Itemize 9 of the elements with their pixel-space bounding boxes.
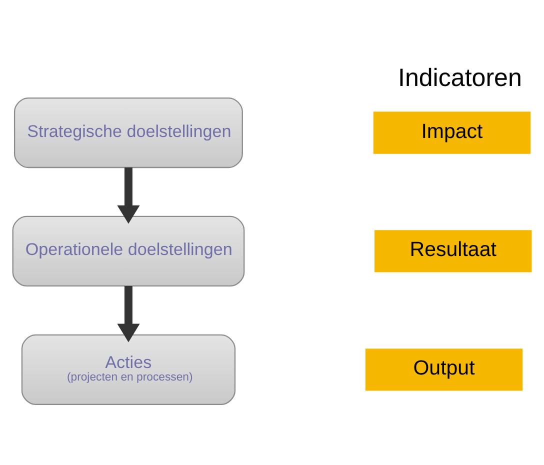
node-box: Acties (projecten en processen) xyxy=(21,334,236,405)
arrow xyxy=(117,167,140,224)
arrow xyxy=(117,285,140,342)
node-box: Strategische doelstellingen xyxy=(14,96,243,168)
diagram-title: Indicatoren xyxy=(398,64,522,92)
node-box: Impact xyxy=(373,111,531,154)
node-box: Resultaat xyxy=(374,230,532,272)
node-box: Operationele doelstellingen xyxy=(12,215,245,286)
node-box: Output xyxy=(365,348,523,390)
